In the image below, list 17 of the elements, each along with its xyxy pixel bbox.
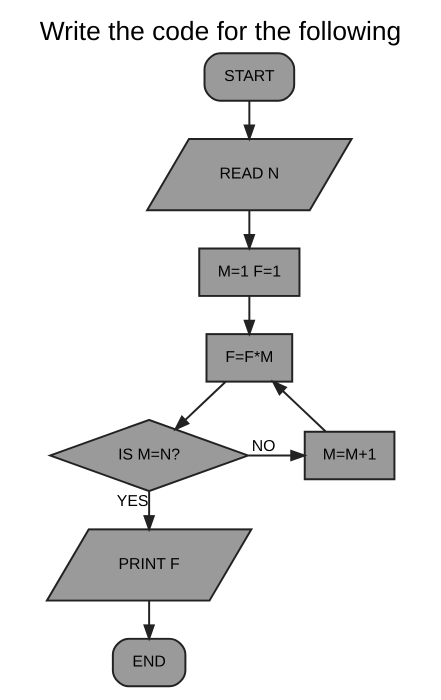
node-diamond: IS M=N?: [47, 418, 251, 492]
edge-label: YES: [116, 492, 148, 510]
arrow: [248, 450, 308, 462]
arrow: [243, 210, 256, 252]
arrow: [143, 491, 156, 532]
arrow: [173, 381, 226, 432]
node-box: F=F*M: [206, 333, 294, 383]
node-box: M=M+1: [304, 430, 396, 480]
node-box: START: [204, 52, 296, 102]
node-box: M=1 F=1: [198, 247, 300, 297]
arrow: [143, 601, 156, 642]
arrow: [243, 100, 256, 142]
edge-label: NO: [252, 438, 276, 456]
arrow: [243, 296, 256, 337]
diagram-title: Write the code for the following: [40, 16, 402, 46]
arrow: [270, 380, 326, 432]
node-box: END: [112, 638, 186, 688]
